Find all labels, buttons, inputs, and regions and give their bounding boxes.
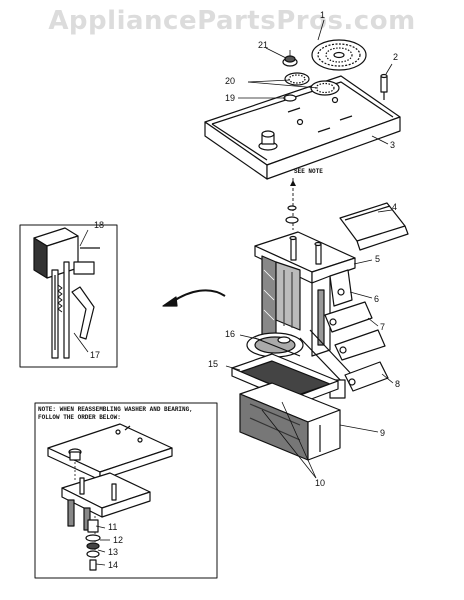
see-note-label: SEE NOTE: [294, 168, 323, 175]
callout-3: 3: [390, 140, 396, 150]
callout-11: 11: [108, 522, 118, 532]
callout-9: 9: [380, 428, 386, 438]
top-tray: [204, 75, 401, 180]
callout-17: 17: [90, 350, 101, 360]
callout-14: 14: [108, 560, 119, 570]
callout-13: 13: [108, 547, 119, 557]
callout-19: 19: [225, 93, 236, 103]
callout-8: 8: [395, 379, 401, 389]
callout-6: 6: [374, 294, 380, 304]
callout-16: 16: [225, 329, 236, 339]
inset-detail-bottom: [34, 402, 218, 579]
callout-2: 2: [393, 52, 399, 62]
callout-15: 15: [208, 359, 219, 369]
direction-arrow: [162, 289, 226, 307]
callout-1: 1: [320, 10, 326, 20]
callout-20: 20: [225, 76, 236, 86]
main-frame: [254, 231, 356, 357]
note-text: NOTE: WHEN REASSEMBLING WASHER AND BEARI…: [38, 406, 193, 421]
callout-18: 18: [94, 220, 105, 230]
inset-detail-left: [19, 224, 118, 368]
callout-12: 12: [113, 535, 124, 545]
callout-7: 7: [380, 322, 386, 332]
callout-21: 21: [258, 40, 269, 50]
shaft-pin: [380, 73, 388, 100]
callout-4: 4: [392, 202, 398, 212]
gear-cap: [282, 55, 298, 67]
callout-10: 10: [315, 478, 326, 488]
cylinder-unit: [246, 332, 304, 358]
large-gear-plate: [311, 39, 367, 71]
side-bracket: [339, 202, 409, 251]
ram-plate-lower: [239, 382, 341, 461]
pinion-gears: [284, 72, 340, 96]
leader-lines: [95, 19, 394, 566]
callout-5: 5: [375, 254, 381, 264]
watermark: AppliancePartsPros.com: [48, 6, 416, 36]
